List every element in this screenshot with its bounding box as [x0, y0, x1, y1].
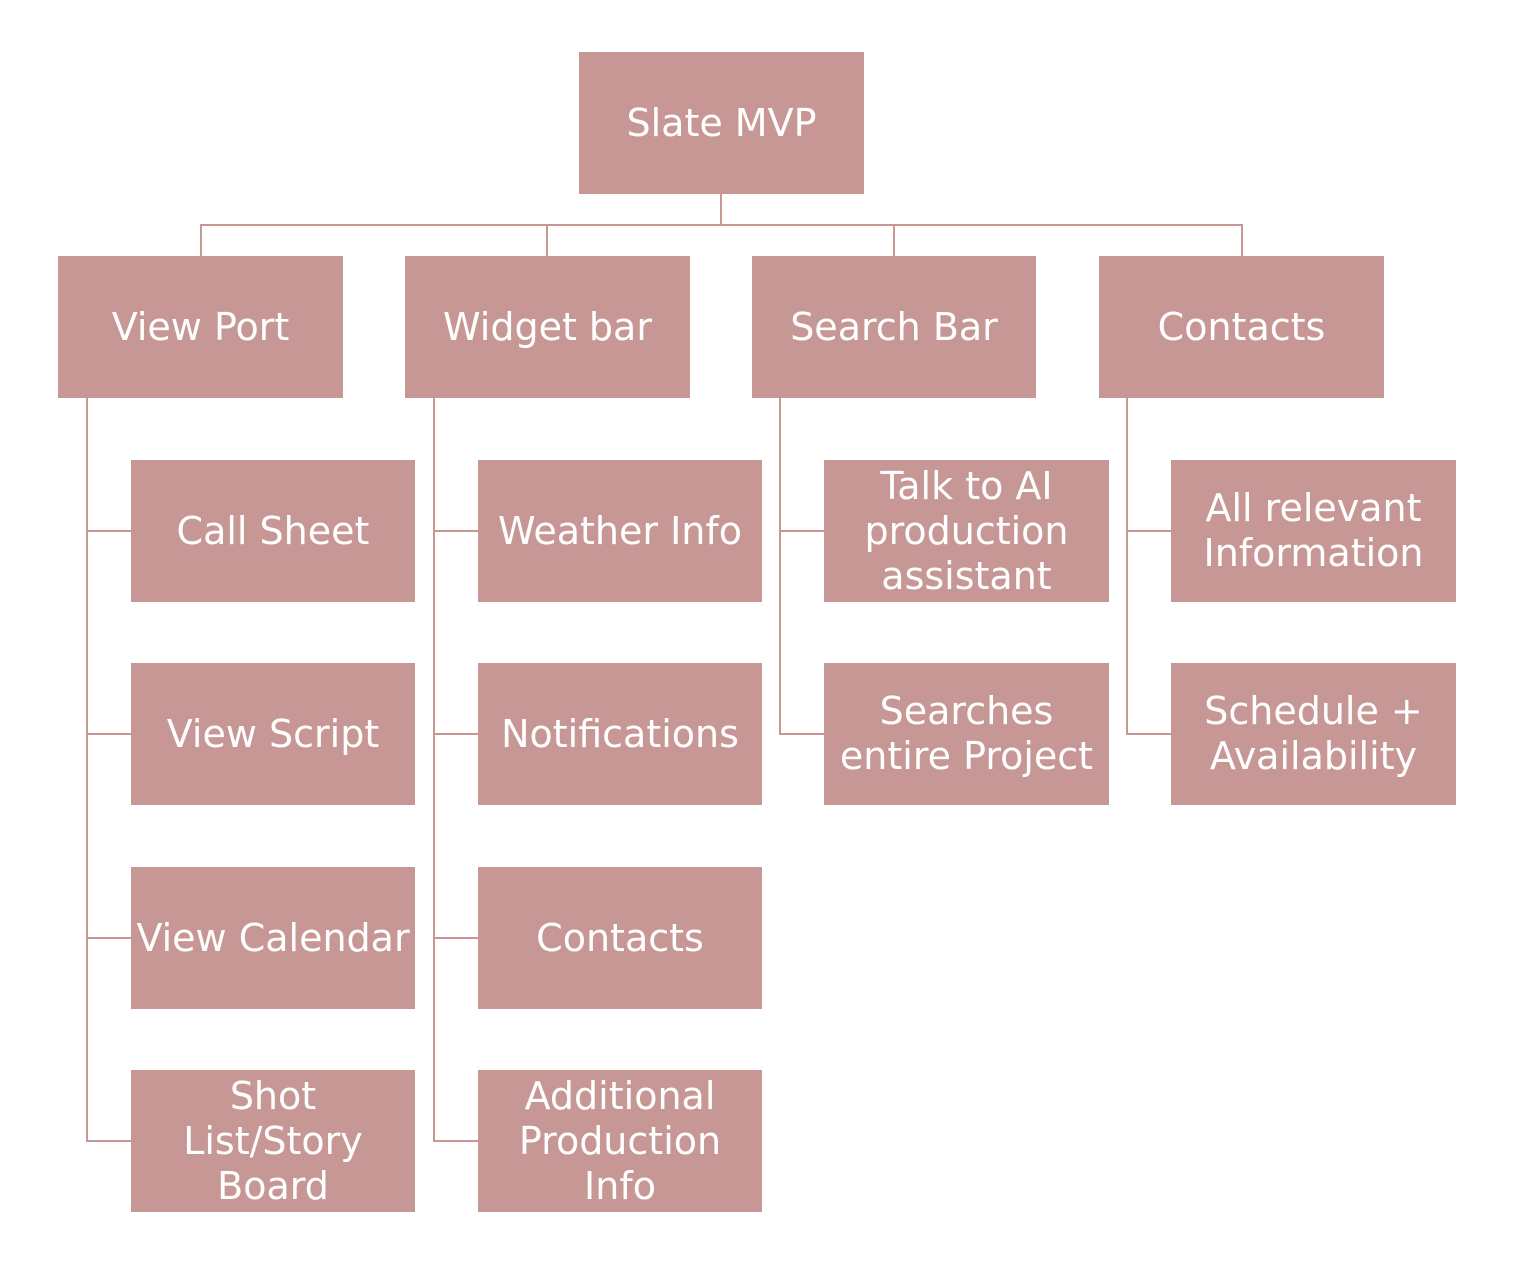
node-contacts-widget: Contacts [478, 867, 762, 1009]
tick-view-script [86, 733, 131, 735]
node-shot-list: Shot List/Story Board [131, 1070, 415, 1212]
drop-search-bar [893, 224, 895, 256]
node-call-sheet: Call Sheet [131, 460, 415, 602]
tick-shot-list [86, 1140, 131, 1142]
branch-search-bar: Search Bar [752, 256, 1036, 398]
node-notifications: Notifications [478, 663, 762, 805]
spine-widget-bar [433, 398, 435, 1142]
node-weather-info: Weather Info [478, 460, 762, 602]
tick-view-calendar [86, 937, 131, 939]
node-additional-info: Additional Production Info [478, 1070, 762, 1212]
tick-additional-info [433, 1140, 478, 1142]
node-view-script: View Script [131, 663, 415, 805]
tick-weather-info [433, 530, 478, 532]
node-all-relevant-info: All relevant Information [1171, 460, 1456, 602]
tick-contacts-widget [433, 937, 478, 939]
tick-call-sheet [86, 530, 131, 532]
root-stem [720, 194, 722, 226]
spine-search-bar [779, 398, 781, 735]
node-view-calendar: View Calendar [131, 867, 415, 1009]
drop-contacts [1241, 224, 1243, 256]
node-searches-project: Searches entire Project [824, 663, 1109, 805]
top-bus [200, 224, 1243, 226]
node-schedule-availability: Schedule + Availability [1171, 663, 1456, 805]
tick-talk-to-ai [779, 530, 824, 532]
tick-searches-project [779, 733, 824, 735]
drop-widget-bar [546, 224, 548, 256]
spine-contacts [1126, 398, 1128, 735]
branch-contacts: Contacts [1099, 256, 1384, 398]
root-node: Slate MVP [579, 52, 864, 194]
node-talk-to-ai: Talk to AI production assistant [824, 460, 1109, 602]
branch-view-port: View Port [58, 256, 343, 398]
branch-widget-bar: Widget bar [405, 256, 690, 398]
tick-all-relevant [1126, 530, 1171, 532]
drop-view-port [200, 224, 202, 256]
tick-schedule [1126, 733, 1171, 735]
tick-notifications [433, 733, 478, 735]
spine-view-port [86, 398, 88, 1142]
